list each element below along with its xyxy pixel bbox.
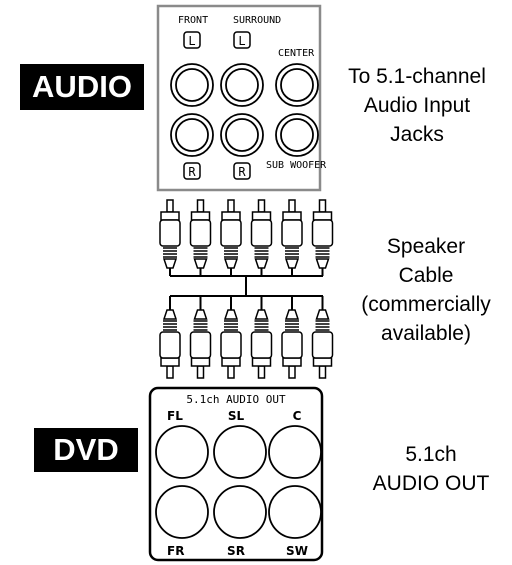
cable-description-line: (commercially	[361, 293, 491, 316]
center-jack	[275, 63, 319, 107]
center-label: CENTER	[278, 48, 315, 59]
rca-plug-bottom	[189, 309, 212, 379]
cable-top-plugs	[159, 199, 334, 269]
fr-label: FR	[167, 544, 184, 558]
dvd-sl-jack	[213, 425, 267, 479]
surround-right-jack	[220, 113, 264, 157]
audio-input-description: To 5.1-channel Audio Input Jacks	[322, 62, 512, 149]
sub-woofer-jack	[275, 113, 319, 157]
surround-label: SURROUND	[233, 15, 281, 26]
dvd-tag: DVD	[34, 428, 138, 472]
left-marker-surround: L	[238, 34, 245, 48]
cable-description-line: available)	[381, 322, 471, 345]
front-label: FRONT	[178, 15, 208, 26]
dvd-c-jack	[268, 425, 322, 479]
cable-description-line: Speaker	[386, 235, 466, 258]
rca-plug-top	[281, 199, 303, 269]
dvd-sr-jack	[213, 485, 267, 539]
right-marker-box	[233, 162, 251, 180]
fl-label: FL	[167, 409, 183, 423]
rca-plug-top	[189, 199, 212, 269]
left-marker-front: L	[188, 34, 195, 48]
rca-plug-top	[311, 199, 334, 269]
front-right-jack	[170, 113, 214, 157]
right-marker-box	[183, 162, 201, 180]
audio-tag: AUDIO	[20, 64, 144, 110]
rca-plug-top	[220, 199, 242, 269]
dvd-description-line: 5.1ch	[405, 443, 457, 466]
left-marker-box	[183, 31, 201, 49]
c-label: C	[293, 409, 302, 423]
dvd-audio-out-description: 5.1ch AUDIO OUT	[356, 440, 506, 498]
audio-description-line: Audio Input	[363, 94, 471, 117]
surround-left-jack	[220, 63, 264, 107]
rca-plug-bottom	[311, 309, 334, 379]
dvd-description-line: AUDIO OUT	[372, 472, 490, 495]
cable-description-line: Cable	[398, 264, 454, 287]
audio-description-line: To 5.1-channel	[348, 65, 486, 88]
speaker-cable-description: Speaker Cable (commercially available)	[340, 232, 512, 348]
rca-plug-bottom	[250, 309, 273, 379]
cable-bottom-plugs	[159, 309, 334, 379]
audio-description-line: Jacks	[390, 123, 444, 146]
rca-plug-bottom	[220, 309, 242, 379]
rca-plug-bottom	[159, 309, 181, 379]
dvd-fl-jack	[155, 425, 209, 479]
rca-plug-top	[250, 199, 273, 269]
front-left-jack	[170, 63, 214, 107]
sr-label: SR	[227, 544, 245, 558]
rca-plug-top	[159, 199, 181, 269]
dvd-panel-title: 5.1ch AUDIO OUT	[186, 393, 286, 406]
sw-label: SW	[286, 544, 308, 558]
right-marker-surround: R	[238, 165, 246, 179]
dvd-sw-jack	[268, 485, 322, 539]
sl-label: SL	[228, 409, 245, 423]
left-marker-box	[233, 31, 251, 49]
sub-woofer-label: SUB WOOFER	[266, 160, 327, 171]
dvd-fr-jack	[155, 485, 209, 539]
rca-plug-bottom	[281, 309, 303, 379]
right-marker-front: R	[188, 165, 196, 179]
cable-wires	[169, 268, 324, 310]
